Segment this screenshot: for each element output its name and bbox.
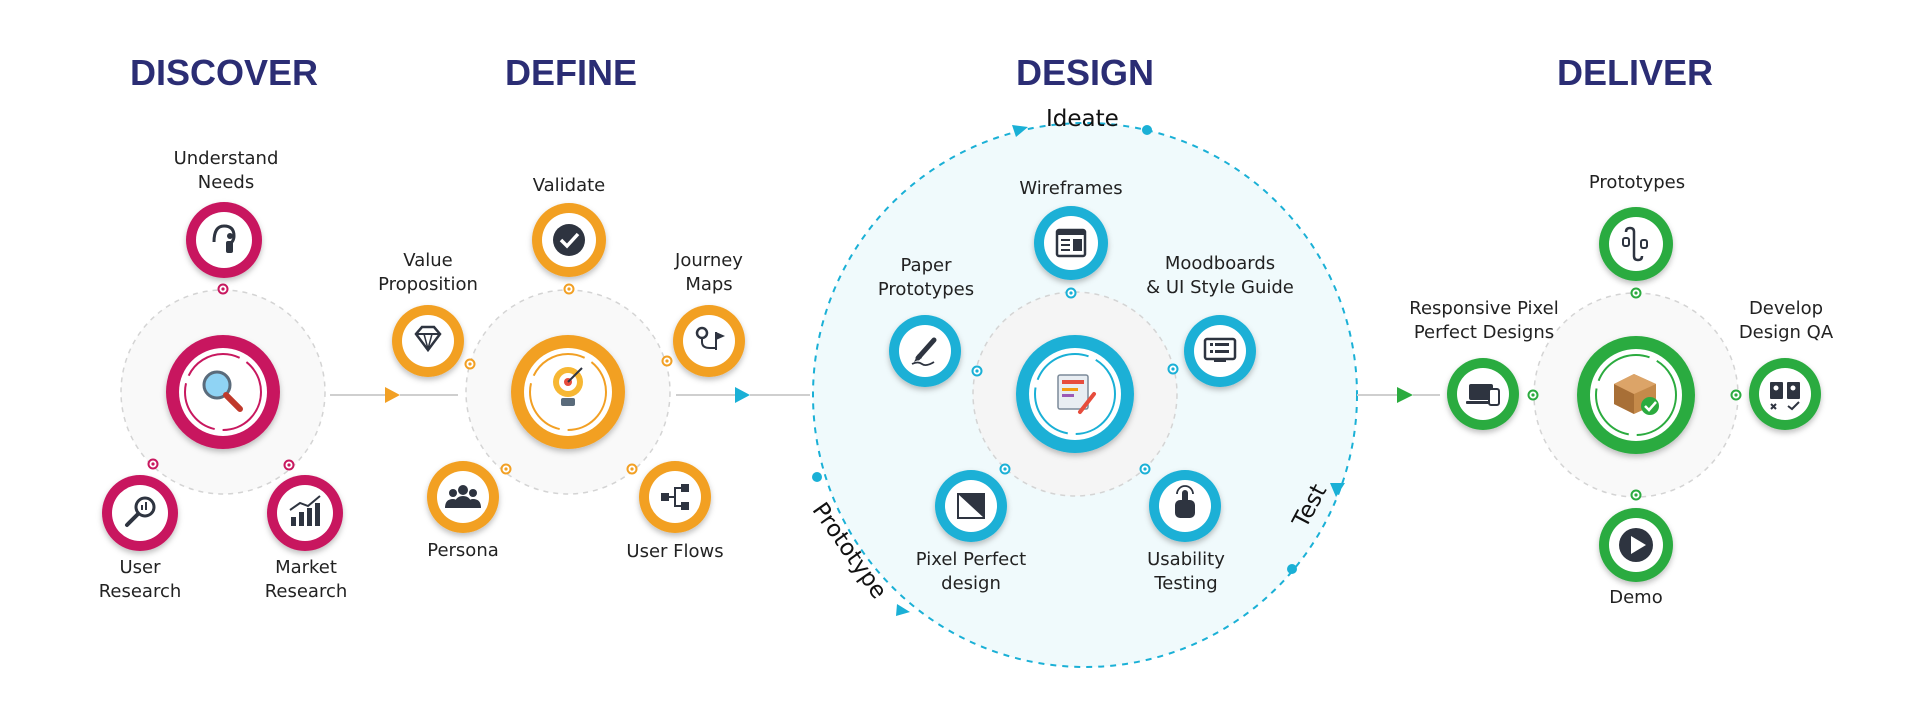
validate-node	[532, 203, 606, 277]
wireframes-node	[1034, 206, 1108, 280]
growth-chart-icon	[289, 495, 321, 526]
design-center-node	[1016, 335, 1134, 453]
discover-center-node	[166, 335, 280, 449]
cycle-arrow-test	[1330, 483, 1345, 497]
play-icon	[1619, 528, 1653, 562]
user-flows-node	[639, 461, 711, 533]
deliver-center-node	[1577, 336, 1695, 454]
wireframe-icon	[1055, 228, 1087, 258]
journey-maps-node	[673, 305, 745, 377]
wireframes-label: Wireframes	[1019, 178, 1123, 199]
paper-prototypes-node	[889, 315, 961, 387]
prototypes-deliver-label: Prototypes	[1588, 172, 1686, 193]
market-research-node	[267, 475, 343, 551]
pen-paper-icon	[911, 337, 937, 367]
value-proposition-node	[392, 305, 464, 377]
design-qa-label: Develop Design QA	[1738, 298, 1834, 343]
design-brush-icon	[1057, 374, 1096, 414]
define-center-node	[511, 335, 625, 449]
pixel-perfect-label: Pixel Perfect design	[915, 549, 1027, 594]
market-research-label: Market Research	[264, 557, 348, 602]
pixel-perfect-node	[935, 470, 1007, 542]
style-guide-icon	[1203, 337, 1237, 362]
discover-cluster	[102, 202, 343, 551]
user-flows-label: User Flows	[626, 541, 724, 562]
search-chart-icon	[125, 496, 156, 527]
moodboards-label: Moodboards & UI Style Guide	[1146, 253, 1294, 298]
checkmark-icon	[553, 224, 585, 256]
define-title: DEFINE	[504, 52, 637, 93]
package-check-icon	[1614, 374, 1659, 415]
connector-discover-define	[330, 387, 458, 403]
demo-label: Demo	[1609, 587, 1663, 608]
responsive-designs-node	[1447, 358, 1519, 430]
route-flag-icon	[695, 326, 725, 350]
paper-prototypes-label: Paper Prototypes	[877, 255, 975, 300]
flowchart-icon	[661, 484, 689, 510]
magnifier-icon	[202, 370, 243, 412]
usability-testing-label: Usability Testing	[1147, 549, 1225, 594]
connector-define-design	[676, 387, 810, 403]
touch-hand-icon	[1175, 485, 1195, 518]
design-title: DESIGN	[1015, 52, 1155, 93]
people-icon	[445, 485, 481, 508]
link-prototype-icon	[1622, 226, 1648, 262]
demo-node	[1599, 508, 1673, 582]
devices-icon	[1466, 384, 1500, 406]
cycle-arrow-prototype	[896, 604, 910, 616]
responsive-designs-label: Responsive Pixel Perfect Designs	[1409, 298, 1559, 343]
define-cluster	[392, 203, 745, 533]
validate-label: Validate	[532, 175, 606, 196]
cycle-dot-prototype	[812, 472, 822, 482]
deliver-cluster	[1447, 207, 1821, 582]
value-proposition-label: Value Proposition	[378, 250, 478, 295]
prototypes-deliver-node	[1599, 207, 1673, 281]
lightbulb-target-icon	[553, 367, 583, 406]
user-research-label: User Research	[98, 557, 182, 602]
persona-label: Persona	[427, 540, 499, 561]
design-cluster	[889, 206, 1256, 542]
cycle-dot-ideate	[1142, 125, 1152, 135]
qa-screens-icon	[1770, 382, 1800, 411]
design-qa-node	[1749, 358, 1821, 430]
diamond-icon	[414, 325, 442, 353]
understand-needs-label: Understand Needs	[173, 148, 279, 193]
usability-testing-node	[1149, 470, 1221, 542]
connector-design-deliver	[1357, 387, 1440, 403]
understand-needs-node	[186, 202, 262, 278]
cycle-dot-test	[1287, 564, 1297, 574]
pixel-grid-icon	[957, 493, 985, 519]
cycle-label-ideate: Ideate	[1046, 106, 1119, 132]
user-research-node	[102, 475, 178, 551]
journey-maps-label: Journey Maps	[675, 250, 743, 295]
discover-title: DISCOVER	[129, 52, 319, 93]
deliver-title: DELIVER	[1556, 52, 1714, 93]
ear-person-icon	[212, 224, 236, 253]
cycle-arrow-ideate	[1012, 125, 1028, 137]
persona-node	[427, 461, 499, 533]
moodboards-node	[1184, 315, 1256, 387]
